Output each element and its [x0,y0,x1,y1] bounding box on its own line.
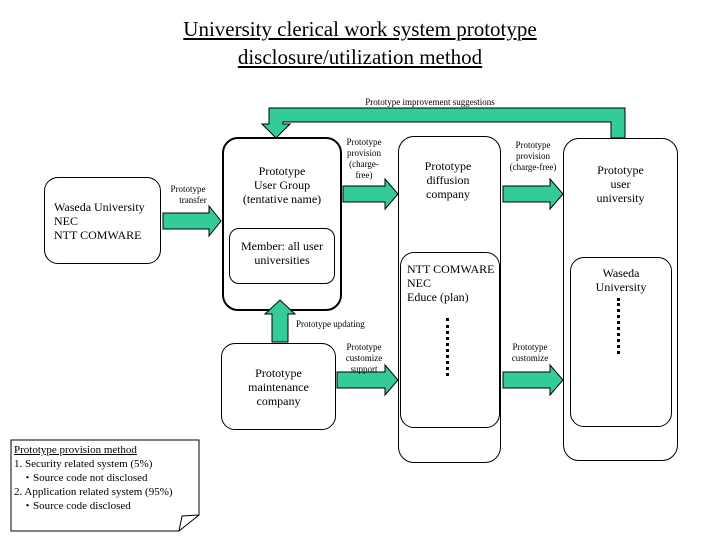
member-line-1: Member: all user [241,239,323,253]
provision-2-line-2: provision [515,151,550,161]
source-line-3: NTT COMWARE [54,228,142,242]
support-label-line-3: support [350,364,378,374]
improvement-suggestions-label: Prototype improvement suggestions [365,97,495,107]
support-arrow [336,363,399,397]
diffusion-member-2: NEC [407,276,431,290]
updating-label: Prototype updating [296,319,365,329]
user-university-ellipsis-dots [617,298,620,354]
note-item-2: ・Source code not disclosed [22,472,148,484]
note-item-4: ・Source code disclosed [22,500,131,512]
page-title-line-2: disclosure/utilization method [237,45,483,69]
diffusion-members-box [400,252,500,428]
maintenance-line-3: company [256,394,301,408]
maintenance-line-2: maintenance [248,380,309,394]
provision-2-line-3: (charge-free) [509,162,557,172]
diffusion-member-3: Educe (plan) [407,290,469,304]
user-university-line-3: university [596,191,645,205]
diffusion-member-1: NTT COMWARE [407,262,495,276]
diffusion-line-2: diffusion [426,173,470,187]
provision-1-line-4: free) [355,170,373,180]
customize-arrow [502,363,564,397]
support-label-line-1: Prototype [346,342,382,352]
provision-arrow-2 [502,177,564,211]
provision-2-line-1: Prototype [515,140,551,150]
note-heading: Prototype provision method [14,444,137,456]
provision-1-line-2: provision [346,148,381,158]
member-box [229,228,335,284]
user-university-line-2: user [610,177,631,191]
customize-label-line-2: customize [511,353,549,363]
user-university-members-box [570,257,672,427]
note-folded-corner [10,439,200,532]
source-line-2: NEC [54,214,78,228]
note-item-1: 1. Security related system (5%) [14,458,153,470]
transfer-label-line-1: Prototype [170,184,206,194]
diffusion-line-1: Prototype [424,159,472,173]
prototype-maintenance-company-box [221,343,336,430]
provision-1-line-3: (charge- [349,159,379,169]
user-group-line-2: User Group [253,178,311,192]
provision-1-line-1: Prototype [346,137,382,147]
support-label-line-2: customize [345,353,383,363]
maintenance-line-1: Prototype [255,366,302,380]
updating-arrow [263,299,297,343]
user-group-line-1: Prototype [258,164,306,178]
diffusion-ellipsis-dots [446,318,449,376]
note-item-3: 2. Application related system (95%) [14,486,173,498]
user-university-line-1: Prototype [597,163,644,177]
source-line-1: Waseda University [54,200,145,214]
diffusion-line-3: company [426,187,470,201]
user-university-member-1: Waseda [602,266,640,280]
waseda-nec-nttcomware-box [44,177,161,264]
provision-arrow-1 [342,177,399,211]
transfer-label-line-2: transfer [179,195,207,205]
user-group-line-3: (tentative name) [242,192,322,206]
user-university-member-2: University [595,280,647,294]
page-title-line-1: University clerical work system prototyp… [183,17,537,41]
transfer-arrow [162,204,222,238]
member-line-2: universities [254,253,310,267]
customize-label-line-1: Prototype [512,342,548,352]
improvement-suggestion-arrow-path [260,107,626,139]
